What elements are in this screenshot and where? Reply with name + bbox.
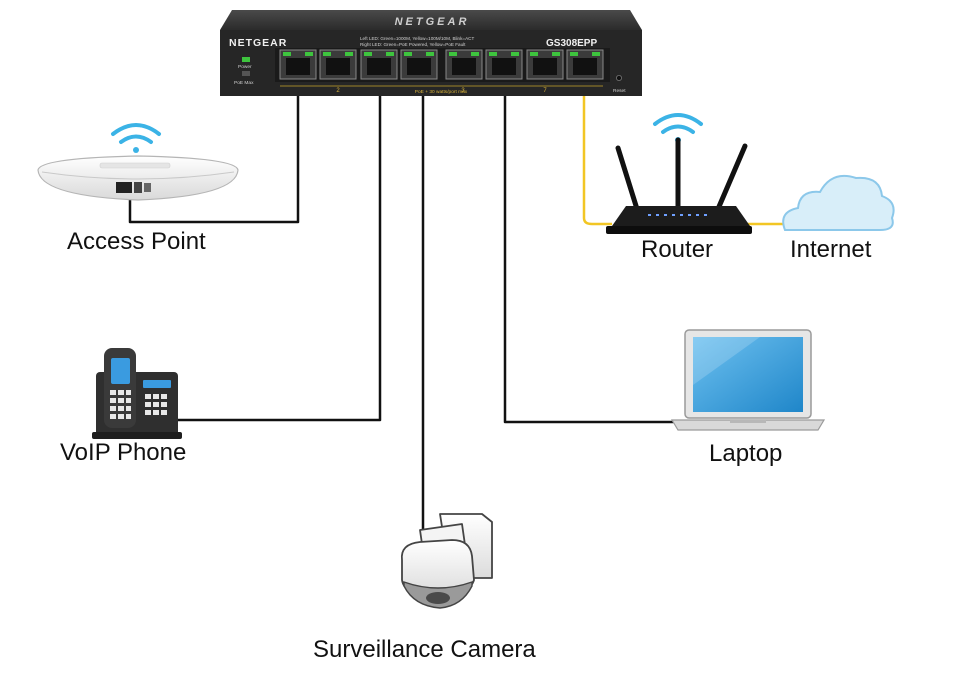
cable-access-point [128, 84, 300, 224]
label-router: Router [641, 236, 714, 263]
label-access-point: Access Point [67, 228, 206, 255]
reset-button[interactable] [616, 75, 623, 82]
cloud-icon [782, 174, 895, 231]
label-surveillance-camera: Surveillance Camera [313, 636, 536, 663]
port-8 [566, 49, 604, 80]
port-2 [319, 49, 357, 80]
label-internet: Internet [790, 236, 872, 263]
port-7 [526, 49, 564, 80]
port-6 [485, 49, 523, 80]
wifi-icon [111, 123, 161, 153]
port-number-2: 2 [336, 88, 340, 94]
switch-model: GS308EPP [546, 38, 597, 49]
switch-brand-top: NETGEAR [395, 16, 470, 28]
port-3 [360, 49, 398, 80]
poe-budget-label: PoE + 30 watts/port max [415, 89, 468, 95]
access-point-icon [37, 155, 239, 201]
poe-max-led [242, 71, 250, 76]
label-voip-phone: VoIP Phone [60, 439, 187, 466]
cable-voip-phone [178, 84, 382, 422]
router-icon [606, 137, 752, 234]
switch-brand-front: NETGEAR [229, 37, 287, 49]
port-number-7: 7 [543, 88, 547, 94]
power-label: Power [238, 64, 252, 70]
port-number-3: 3 [461, 88, 465, 94]
port-5 [445, 49, 483, 80]
switch-led-legend-2: Right LED: Green=PoE Powered, Yellow=PoE… [360, 42, 466, 47]
cables [128, 84, 790, 540]
label-laptop: Laptop [709, 440, 783, 467]
phone-icon [92, 348, 182, 439]
network-switch-icon: NETGEAR NETGEAR Left LED: Green=1000M, Y… [220, 10, 642, 96]
reset-label: Reset [613, 88, 626, 94]
poe-max-label: PoE Max [234, 80, 254, 86]
switch-led-legend-1: Left LED: Green=1000M, Yellow=100M/10M, … [360, 36, 474, 41]
port-1 [279, 49, 317, 80]
cable-laptop [503, 84, 678, 424]
camera-icon [400, 513, 493, 609]
port-4 [400, 49, 438, 80]
power-led [242, 57, 250, 62]
laptop-icon [670, 329, 826, 431]
switch-ports [279, 49, 604, 80]
cable-router-uplink [582, 84, 612, 226]
